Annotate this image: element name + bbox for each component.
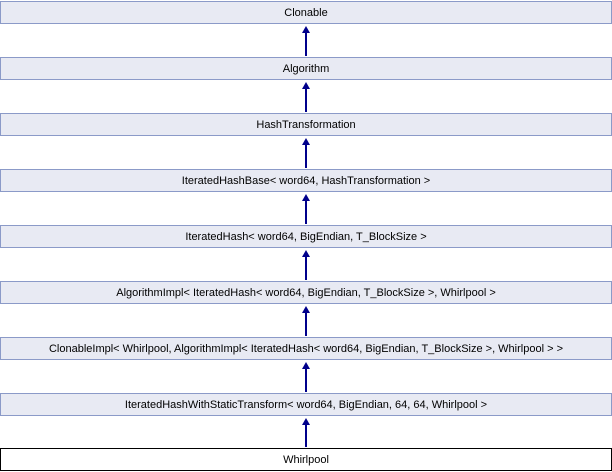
arrow-line [305, 145, 307, 168]
inheritance-arrow [0, 306, 612, 336]
arrow-up-icon [302, 418, 310, 425]
class-node-iteratedhashwithstatictransform[interactable]: IteratedHashWithStaticTransform< word64,… [0, 393, 612, 416]
class-node-whirlpool-current: Whirlpool [0, 448, 612, 471]
arrow-line [305, 369, 307, 392]
class-node-iteratedhash[interactable]: IteratedHash< word64, BigEndian, T_Block… [0, 225, 612, 248]
inheritance-arrow [0, 250, 612, 280]
arrow-line [305, 313, 307, 336]
class-node-clonable[interactable]: Clonable [0, 1, 612, 24]
arrow-line [305, 201, 307, 224]
arrow-line [305, 89, 307, 112]
inheritance-arrow [0, 418, 612, 447]
arrow-up-icon [302, 194, 310, 201]
arrow-up-icon [302, 82, 310, 89]
inheritance-arrow [0, 194, 612, 224]
class-node-algorithmimpl[interactable]: AlgorithmImpl< IteratedHash< word64, Big… [0, 281, 612, 304]
inheritance-arrow [0, 362, 612, 392]
arrow-line [305, 425, 307, 447]
arrow-up-icon [302, 26, 310, 33]
class-node-iteratedhashbase[interactable]: IteratedHashBase< word64, HashTransforma… [0, 169, 612, 192]
class-node-clonableimpl[interactable]: ClonableImpl< Whirlpool, AlgorithmImpl< … [0, 337, 612, 360]
class-node-hashtransformation[interactable]: HashTransformation [0, 113, 612, 136]
arrow-up-icon [302, 138, 310, 145]
class-node-algorithm[interactable]: Algorithm [0, 57, 612, 80]
inheritance-arrow [0, 82, 612, 112]
arrow-line [305, 257, 307, 280]
arrow-line [305, 33, 307, 56]
inheritance-arrow [0, 138, 612, 168]
arrow-up-icon [302, 306, 310, 313]
arrow-up-icon [302, 250, 310, 257]
inheritance-arrow [0, 26, 612, 56]
arrow-up-icon [302, 362, 310, 369]
